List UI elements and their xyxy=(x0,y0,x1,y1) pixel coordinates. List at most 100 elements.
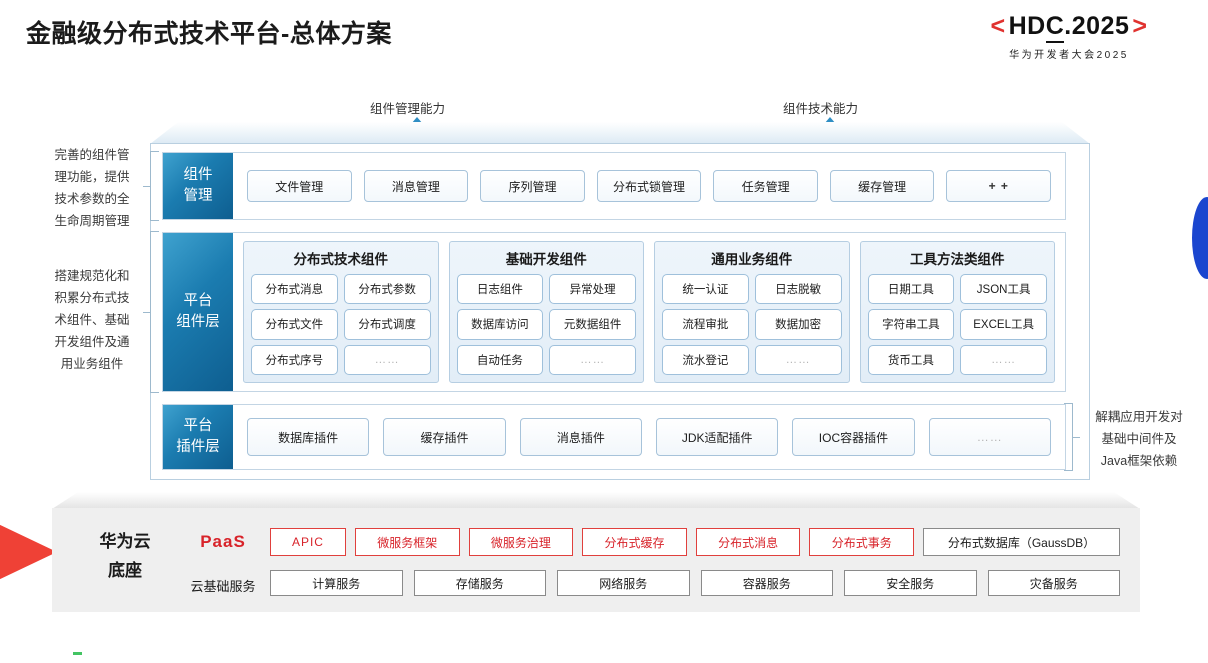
plugin-label-line-1: 插件层 xyxy=(176,439,220,455)
component-cell[interactable]: 流水登记 xyxy=(662,344,749,375)
logo-text-a: HD xyxy=(1008,12,1046,40)
component-group-title: 通用业务组件 xyxy=(711,252,793,267)
bracket-tick-top xyxy=(143,186,150,187)
component-cell[interactable]: 异常处理 xyxy=(549,274,636,305)
platform-plugin-items: 数据库插件缓存插件消息插件 JDK适配插件 IOC容器插件 …… xyxy=(233,405,1065,469)
component-cell[interactable]: 日志组件 xyxy=(456,274,544,305)
component-management-chip[interactable]: 缓存管理 xyxy=(829,170,935,202)
foundation-panel xyxy=(52,508,1140,612)
paas-chip[interactable]: 分布式缓存 xyxy=(582,528,687,556)
right-note-line-0: 解耦应用开发对 xyxy=(1095,410,1183,424)
plugin-chip[interactable]: …… xyxy=(928,418,1051,456)
bracket-top-left xyxy=(150,151,159,221)
cloud-service-chip[interactable]: 安全服务 xyxy=(844,570,977,596)
component-group-grid: 分布式消息分布式参数分布式文件分布式调度分布式序号…… xyxy=(251,274,431,375)
green-marker-decoration xyxy=(73,652,82,655)
paas-chip[interactable]: 分布式消息 xyxy=(695,528,801,556)
plugin-chip[interactable]: 消息插件 xyxy=(519,418,642,456)
left-note-component-management: 完善的组件管理功能，提供技术参数的全生命周期管理 xyxy=(36,145,148,233)
component-management-chip[interactable]: 消息管理 xyxy=(363,170,469,202)
component-cell[interactable]: 分布式消息 xyxy=(251,274,338,305)
left-note-top-line-2: 技术参数的全 xyxy=(54,191,130,206)
cloud-service-chip[interactable]: 存储服务 xyxy=(413,570,546,596)
plat-comp-label-line-1: 组件层 xyxy=(176,314,220,330)
foundation-title: 华为云底座 xyxy=(70,528,180,586)
platform-component-layer-label: 平台组件层 xyxy=(163,233,233,391)
arrow-right-caption: 组件技术能力 xyxy=(783,102,859,116)
component-group: 分布式技术组件分布式消息分布式参数分布式文件分布式调度分布式序号…… xyxy=(243,241,439,383)
component-management-items: 文件管理消息管理序列管理分布式锁管理任务管理缓存管理 + + xyxy=(233,153,1065,219)
plugin-chip[interactable]: IOC容器插件 xyxy=(792,418,915,456)
red-wedge-decoration xyxy=(0,502,57,602)
bracket-tick-mid xyxy=(143,312,150,313)
cloud-service-chip[interactable]: 容器服务 xyxy=(700,570,833,596)
paas-service-row: APIC 微服务框架微服务治理分布式缓存分布式消息分布式事务分布式数据库（Gaus… xyxy=(270,528,1120,556)
bracket-right xyxy=(1064,403,1073,471)
cloud-service-row: 计算服务存储服务网络服务容器服务安全服务灾备服务 xyxy=(270,570,1120,596)
component-cell[interactable]: 货币工具 xyxy=(867,344,955,375)
bracket-mid-left xyxy=(150,231,159,393)
cloud-service-chip[interactable]: 计算服务 xyxy=(270,570,403,596)
component-cell[interactable]: 分布式序号 xyxy=(251,344,338,375)
logo-text-b: C xyxy=(1045,12,1065,43)
component-management-chip[interactable]: 文件管理 xyxy=(247,170,352,202)
paas-chip[interactable]: 分布式事务 xyxy=(809,528,915,556)
component-cell[interactable]: 字符串工具 xyxy=(867,309,955,340)
logo-text-c: .2025 xyxy=(1064,12,1130,40)
left-note-bottom-line-0: 搭建规范化和 xyxy=(54,269,130,283)
comp-mgmt-label-line-1: 管理 xyxy=(183,188,213,204)
component-group-grid: 日志组件异常处理数据库访问元数据组件自动任务…… xyxy=(456,274,636,375)
component-cell[interactable]: …… xyxy=(549,344,636,375)
logo-close-bracket-icon: > xyxy=(1132,12,1148,40)
paas-chip[interactable]: APIC xyxy=(270,528,346,556)
component-cell[interactable]: 统一认证 xyxy=(662,274,749,305)
component-management-layer: 组件管理 文件管理消息管理序列管理分布式锁管理任务管理缓存管理 + + xyxy=(162,152,1066,220)
left-note-platform-components: 搭建规范化和积累分布式技术组件、基础开发组件及通用业务组件 xyxy=(36,266,148,375)
component-cell[interactable]: 数据库访问 xyxy=(456,309,544,340)
component-cell[interactable]: 数据加密 xyxy=(754,309,842,340)
platform-plugin-layer-label: 平台插件层 xyxy=(163,405,233,469)
plugin-chip[interactable]: 数据库插件 xyxy=(247,418,370,456)
left-note-bottom-line-1: 积累分布式技 xyxy=(54,290,130,305)
component-cell[interactable]: 流程审批 xyxy=(662,309,749,340)
plugin-chip[interactable]: 缓存插件 xyxy=(383,418,506,456)
component-cell[interactable]: 日期工具 xyxy=(867,274,955,305)
component-management-chip[interactable]: 序列管理 xyxy=(480,170,585,202)
component-management-chip[interactable]: 分布式锁管理 xyxy=(596,170,702,202)
right-note-line-2: Java框架依赖 xyxy=(1100,453,1178,468)
component-management-layer-label: 组件管理 xyxy=(163,153,233,219)
component-group-title: 工具方法类组件 xyxy=(910,252,1005,267)
component-group-title: 分布式技术组件 xyxy=(293,252,389,267)
component-cell[interactable]: 自动任务 xyxy=(456,344,544,375)
component-group-title: 基础开发组件 xyxy=(505,252,587,267)
platform-component-layer: 平台组件层 分布式技术组件分布式消息分布式参数分布式文件分布式调度分布式序号……… xyxy=(162,232,1066,392)
paas-chip[interactable]: 微服务治理 xyxy=(468,528,574,556)
paas-chip[interactable]: 分布式数据库（GaussDB） xyxy=(923,528,1120,556)
component-cell[interactable]: 日志脱敏 xyxy=(754,274,842,305)
left-note-bottom-line-3: 开发组件及通 xyxy=(54,334,130,349)
component-cell[interactable]: …… xyxy=(754,344,842,375)
cloud-service-chip[interactable]: 灾备服务 xyxy=(987,570,1120,596)
component-cell[interactable]: JSON工具 xyxy=(960,274,1047,305)
component-cell[interactable]: 分布式调度 xyxy=(343,309,431,340)
platform-component-groups: 分布式技术组件分布式消息分布式参数分布式文件分布式调度分布式序号……基础开发组件… xyxy=(233,233,1065,391)
left-note-top-line-1: 理功能，提供 xyxy=(54,169,130,184)
component-cell[interactable]: EXCEL工具 xyxy=(960,309,1047,340)
plat-comp-label-line-0: 平台 xyxy=(183,292,213,309)
component-management-chip[interactable]: 任务管理 xyxy=(713,170,818,202)
cloud-service-chip[interactable]: 网络服务 xyxy=(557,570,690,596)
component-management-chip[interactable]: + + xyxy=(946,170,1052,202)
component-cell[interactable]: …… xyxy=(960,344,1047,375)
component-cell[interactable]: 元数据组件 xyxy=(549,309,636,340)
component-cell[interactable]: 分布式参数 xyxy=(343,274,431,305)
hdc-logo: <HDC.2025> 华为开发者大会2025 xyxy=(944,12,1194,61)
component-cell[interactable]: …… xyxy=(343,344,431,375)
component-cell[interactable]: 分布式文件 xyxy=(251,309,338,340)
paas-chip[interactable]: 微服务框架 xyxy=(354,528,460,556)
plugin-chip[interactable]: JDK适配插件 xyxy=(655,418,779,456)
left-note-bottom-line-4: 用业务组件 xyxy=(60,356,124,371)
